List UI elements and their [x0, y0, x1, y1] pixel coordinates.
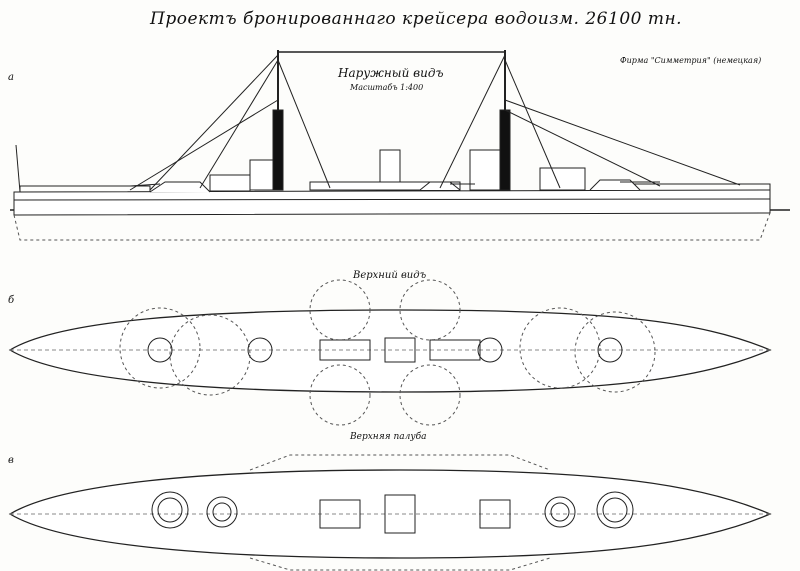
- top-view-title: Верхний видъ: [353, 270, 427, 281]
- view-marker-b: б: [8, 295, 15, 306]
- view-marker-c: в: [8, 455, 14, 466]
- view-marker-a: а: [8, 72, 14, 83]
- deck-view-title: Верхняя палуба: [350, 432, 427, 442]
- side-view-title: Наружный видъ: [338, 66, 444, 80]
- scale-label: Масштабъ 1:400: [350, 83, 424, 92]
- sheet-title: Проектъ бронированнаго крейсера водоизм.…: [150, 9, 683, 29]
- builder-note: Фирма "Симметрия" (немецкая): [620, 56, 762, 65]
